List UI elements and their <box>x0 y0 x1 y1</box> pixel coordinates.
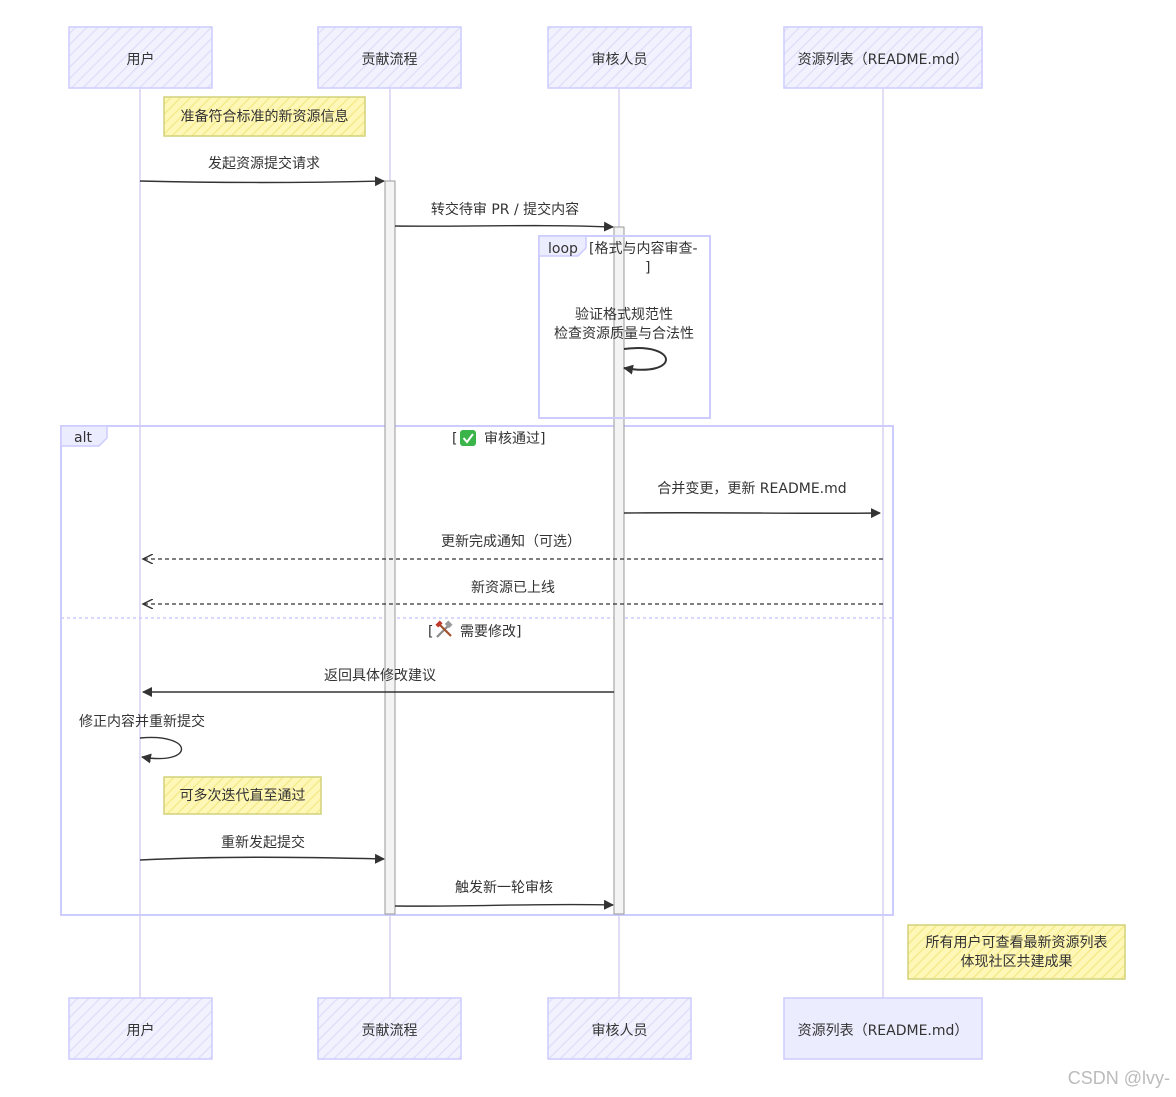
message-online: 新资源已上线 <box>143 580 883 604</box>
loop-condition-line1: [格式与内容审查- <box>589 240 698 257</box>
actor-user-top: 用户 <box>68 26 213 89</box>
alt-fix-open-bracket: [ <box>428 624 433 640</box>
activation-flow <box>384 180 396 915</box>
note-iterate: 可多次迭代直至通过 <box>163 776 322 815</box>
message-notify-done: 更新完成通知（可选） <box>143 533 883 559</box>
loop-keyword: loop <box>548 241 578 257</box>
loop-frame: loop [格式与内容审查- ] <box>538 235 711 419</box>
actor-reviewer-label: 审核人员 <box>592 52 648 68</box>
note-final-line2: 体现社区共建成果 <box>961 954 1073 970</box>
message-verify-format-label: 验证格式规范性 <box>575 306 673 323</box>
actor-user-label-bottom: 用户 <box>127 1022 155 1039</box>
message-resubmit-label: 重新发起提交 <box>221 834 305 851</box>
message-merge-update: 合并变更，更新 README.md <box>623 481 881 519</box>
note-final: 所有用户可查看最新资源列表 体现社区共建成果 <box>907 924 1126 980</box>
message-fix-resubmit: 修正内容并重新提交 <box>79 713 205 764</box>
watermark: CSDN @lvy- <box>1068 1068 1170 1088</box>
actor-list-label: 资源列表（README.md） <box>798 52 969 68</box>
message-forward-pr: 转交待审 PR / 提交内容 <box>394 201 614 232</box>
message-forward-pr-label: 转交待审 PR / 提交内容 <box>431 201 579 218</box>
actor-flow-label-bottom: 贡献流程 <box>362 1023 418 1039</box>
note-prepare-text: 准备符合标准的新资源信息 <box>181 108 349 125</box>
actor-flow-label: 贡献流程 <box>362 52 418 68</box>
tools-icon <box>435 620 453 638</box>
message-merge-update-label: 合并变更，更新 README.md <box>657 481 846 497</box>
message-check-quality-label: 检查资源质量与合法性 <box>554 326 694 342</box>
note-prepare: 准备符合标准的新资源信息 <box>163 96 366 137</box>
actor-list-label-bottom: 资源列表（README.md） <box>798 1023 969 1039</box>
check-mark-icon <box>460 430 476 446</box>
actor-flow-top: 贡献流程 <box>317 26 462 89</box>
message-trigger-review: 触发新一轮审核 <box>394 880 614 910</box>
actor-flow-bottom: 贡献流程 <box>317 997 462 1060</box>
actor-list-top: 资源列表（README.md） <box>783 26 983 89</box>
note-final-line1: 所有用户可查看最新资源列表 <box>926 934 1108 951</box>
message-online-label: 新资源已上线 <box>471 580 555 596</box>
actor-user-label: 用户 <box>127 51 155 68</box>
activation-reviewer <box>613 226 625 915</box>
actor-reviewer-bottom: 审核人员 <box>547 997 692 1060</box>
actor-reviewer-label-bottom: 审核人员 <box>592 1023 648 1039</box>
alt-fix-label: 需要修改] <box>460 624 521 640</box>
message-submit-request-label: 发起资源提交请求 <box>208 155 320 172</box>
alt-frame: alt [ 审核通过] [ 需要修改] <box>60 425 894 916</box>
alt-pass-label: 审核通过] <box>484 431 545 447</box>
message-resubmit: 重新发起提交 <box>139 834 385 864</box>
message-return-advice-label: 返回具体修改建议 <box>324 668 436 684</box>
alt-keyword: alt <box>74 430 92 446</box>
message-self-check: 验证格式规范性 检查资源质量与合法性 <box>554 306 694 375</box>
alt-pass-open-bracket: [ <box>452 431 457 447</box>
actor-reviewer-top: 审核人员 <box>547 26 692 89</box>
message-trigger-review-label: 触发新一轮审核 <box>455 880 553 896</box>
message-return-advice: 返回具体修改建议 <box>142 668 614 697</box>
message-submit-request: 发起资源提交请求 <box>139 155 385 187</box>
loop-condition-line2: ] <box>645 260 650 276</box>
note-iterate-text: 可多次迭代直至通过 <box>180 787 306 804</box>
actor-list-bottom: 资源列表（README.md） <box>783 997 983 1060</box>
actor-user-bottom: 用户 <box>68 997 213 1060</box>
message-notify-done-label: 更新完成通知（可选） <box>441 533 581 550</box>
message-fix-resubmit-label: 修正内容并重新提交 <box>79 713 205 730</box>
